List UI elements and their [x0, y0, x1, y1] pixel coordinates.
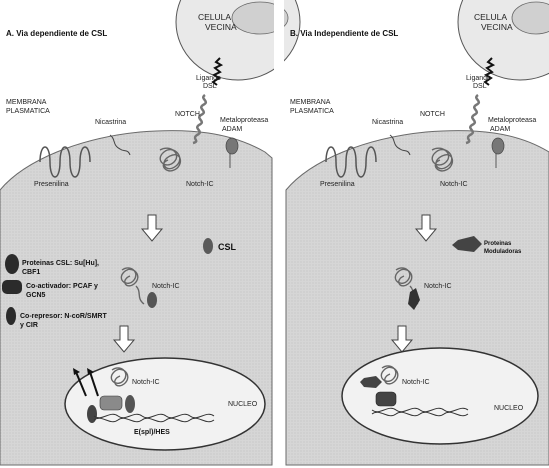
legend-corepressor-icon: [6, 307, 16, 325]
legend-csl-line2: CBF1: [22, 269, 40, 276]
presenilina-a: [39, 146, 91, 178]
ligando-label-a: Ligando: [196, 75, 221, 82]
notch-receptor-b: [465, 93, 481, 145]
modulator-nuclear-b: [360, 376, 382, 388]
notch-ic-label-b2: Notch-IC: [424, 283, 452, 290]
panel-a-title: A. Via dependiente de CSL: [6, 29, 107, 38]
presenilina-b: [325, 146, 377, 178]
csl-bound-a: [147, 292, 157, 308]
vecina-label-a: VECINA: [205, 22, 237, 32]
dna-helix-b: [371, 411, 469, 417]
notch-ic-tangle-a1: [159, 147, 181, 172]
notch-ic-tangle-b3: [380, 365, 399, 385]
adam-label-a: ADAM: [222, 126, 242, 133]
coactivator-bound-a: [99, 395, 123, 411]
moduladoras-label-b: Moduladoras: [484, 249, 522, 255]
csl-nuclear-a: [125, 395, 135, 413]
metaloproteasa-label-a: Metaloproteasa: [220, 117, 268, 124]
panel-divider: [274, 0, 284, 468]
modulator-bound-b: [408, 288, 420, 310]
legend-coactivator-line1: Co-activador: PCAF y: [26, 283, 98, 290]
notch-ic-label-a1: Notch-IC: [186, 181, 214, 188]
nucleo-label-a: NUCLEO: [228, 401, 258, 408]
legend-csl-line1: Proteinas CSL: Su[Hu],: [22, 260, 99, 267]
neighbor-nucleus-b: [511, 1, 549, 35]
notch-receptor-a: [192, 93, 208, 145]
notch-ic-label-b1: Notch-IC: [440, 181, 468, 188]
legend-coactivator-icon: [2, 280, 22, 294]
nucleus-b: [341, 347, 539, 445]
membrana-label-b: MEMBRANA: [290, 99, 331, 106]
notch-ic-label-a2: Notch-IC: [152, 283, 180, 290]
plasmatica-label-b: PLASMATICA: [290, 108, 334, 115]
panel-b: B. Via Independiente de CSL CELULA VECIN…: [285, 0, 549, 466]
corepressor-bound-a: [87, 405, 97, 423]
panel-a: A. Via dependiente de CSL CELULA VECINA …: [0, 0, 301, 466]
dsl-ligand-b: [483, 57, 496, 86]
arrow-down-a1: [140, 214, 164, 242]
dsl-label-b: DSL: [473, 83, 487, 90]
dna-helix-a: [93, 417, 215, 423]
notch-ic-tail-a2: [135, 285, 145, 305]
csl-label-a: CSL: [218, 242, 237, 252]
notch-ic-tangle-a3: [110, 367, 129, 387]
dsl-label-a: DSL: [203, 83, 217, 90]
proteinas-label-b: Proteinas: [484, 241, 512, 247]
nicastrina-label-b: Nicastrina: [372, 119, 403, 126]
legend-corepressor-line1: Co-represor: N-coR/SMRT: [20, 313, 107, 320]
adam-protease-b: [491, 137, 505, 155]
panel-b-title: B. Via Independiente de CSL: [290, 29, 398, 38]
notch-label-a: NOTCH: [175, 111, 200, 118]
legend-coactivator-line2: GCN5: [26, 292, 46, 299]
notch-ic-label-a3: Notch-IC: [132, 379, 160, 386]
plasmatica-label-a: PLASMATICA: [6, 108, 50, 115]
metaloproteasa-label-b: Metaloproteasa: [488, 117, 536, 124]
celula-label-a: CELULA: [198, 12, 231, 22]
arrow-down-a2: [112, 325, 136, 353]
arrow-down-b1: [414, 214, 438, 242]
nicastrina-a: [109, 134, 131, 156]
presenilina-label-a: Presenilina: [34, 181, 69, 188]
nicastrina-label-a: Nicastrina: [95, 119, 126, 126]
celula-label-b: CELULA: [474, 12, 507, 22]
csl-protein-a: [203, 238, 213, 254]
vecina-label-b: VECINA: [481, 22, 513, 32]
legend-corepressor-line2: y CIR: [20, 322, 38, 329]
adam-label-b: ADAM: [490, 126, 510, 133]
nucleo-label-b: NUCLEO: [494, 405, 524, 412]
adam-protease-a: [225, 137, 239, 155]
notch-label-b: NOTCH: [420, 111, 445, 118]
notch-ic-label-b3: Notch-IC: [402, 379, 430, 386]
gene-label-a: E(spl)/HES: [134, 429, 170, 436]
notch-ic-tangle-b2: [394, 267, 413, 287]
notch-ic-tangle-a2: [120, 267, 139, 287]
modulator-protein-b: [452, 236, 482, 252]
ligando-label-b: Ligando: [466, 75, 491, 82]
legend-csl-icon: [5, 254, 19, 274]
nicastrina-b: [389, 134, 411, 156]
arrow-down-b2: [390, 325, 414, 353]
dsl-ligand-a: [211, 57, 224, 86]
notch-ic-tangle-b1: [431, 147, 453, 172]
coactivator-nuclear-b: [375, 391, 397, 407]
membrana-label-a: MEMBRANA: [6, 99, 47, 106]
presenilina-label-b: Presenilina: [320, 181, 355, 188]
